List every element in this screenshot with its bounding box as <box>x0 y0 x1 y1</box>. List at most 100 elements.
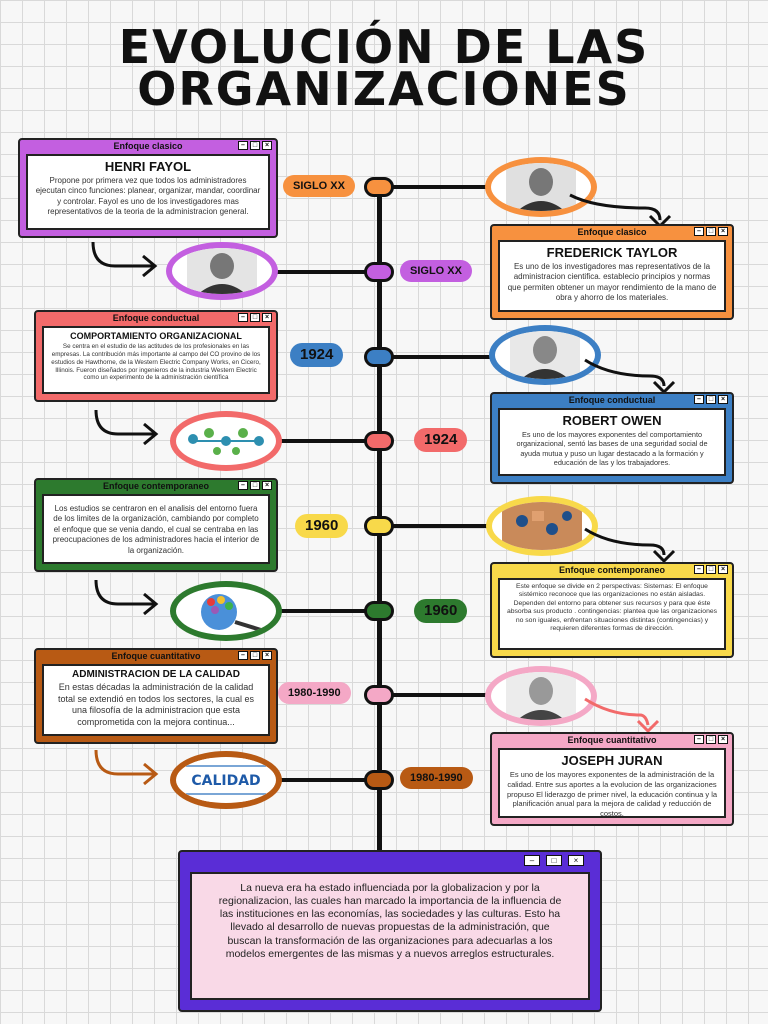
illustration-contemporaneo <box>486 496 598 556</box>
window-controls: – □ × <box>694 395 728 404</box>
card-text: Este enfoque se divide en 2 perspectivas… <box>506 583 718 633</box>
year-tag: 1960 <box>295 514 349 538</box>
card-contemporaneo-right: Enfoque contemporaneo – □ × Este enfoque… <box>490 562 734 658</box>
card-header: Enfoque contemporaneo – □ × <box>492 564 732 576</box>
close-icon[interactable]: × <box>718 565 728 574</box>
conclusion-text: La nueva era ha estado influenciada por … <box>190 872 590 1000</box>
close-icon[interactable]: × <box>262 651 272 660</box>
branch-connector <box>270 778 378 782</box>
arrow-icon <box>94 579 159 616</box>
card-owen: Enfoque conductual – □ × ROBERT OWEN Es … <box>490 392 734 484</box>
card-title: ADMINISTRACION DE LA CALIDAD <box>72 669 240 680</box>
illustration-calidad: CALIDAD <box>170 751 282 809</box>
year-tag: 1980-1990 <box>400 767 473 789</box>
close-icon[interactable]: × <box>718 227 728 236</box>
maximize-icon[interactable]: □ <box>706 735 716 744</box>
arrow-icon <box>94 409 159 446</box>
year-tag: 1924 <box>290 343 344 367</box>
arrow-icon <box>584 527 676 564</box>
person-icon <box>187 248 257 294</box>
timeline-node <box>364 431 394 451</box>
close-icon[interactable]: × <box>262 313 272 322</box>
minimize-icon[interactable]: – <box>694 395 704 404</box>
card-title: COMPORTAMIENTO ORGANIZACIONAL <box>70 331 242 341</box>
card-header: Enfoque contemporaneo – □ × <box>36 480 276 492</box>
timeline-node <box>364 262 394 282</box>
window-controls: – □ × <box>238 141 272 150</box>
arrow-icon <box>91 241 158 278</box>
timeline-node <box>364 770 394 790</box>
card-body: ROBERT OWEN Es uno de los mayores expone… <box>498 408 726 476</box>
branch-connector <box>382 355 490 359</box>
year-tag: 1924 <box>414 428 468 452</box>
illustration-network <box>170 411 282 471</box>
page-title-line-2: ORGANIZACIONES <box>137 62 631 116</box>
person-icon <box>506 163 576 211</box>
calidad-word: CALIDAD <box>191 773 260 789</box>
minimize-icon[interactable]: – <box>238 141 248 150</box>
card-title: HENRI FAYOL <box>104 159 192 174</box>
year-tag: 1980-1990 <box>278 682 351 704</box>
branch-connector <box>270 270 378 274</box>
window-controls: – □ × <box>238 481 272 490</box>
timeline-node <box>364 516 394 536</box>
card-header: Enfoque clasico – □ × <box>20 140 276 152</box>
minimize-icon[interactable]: – <box>694 227 704 236</box>
close-icon[interactable]: × <box>718 395 728 404</box>
card-body: Los estudios se centraron en el analisis… <box>42 494 270 564</box>
card-juran: Enfoque cuantitativo – □ × JOSEPH JURAN … <box>490 732 734 826</box>
minimize-icon[interactable]: – <box>238 481 248 490</box>
close-icon[interactable]: × <box>718 735 728 744</box>
minimize-icon[interactable]: – <box>694 735 704 744</box>
maximize-icon[interactable]: □ <box>706 565 716 574</box>
card-fayol: Enfoque clasico – □ × HENRI FAYOL Propon… <box>18 138 278 238</box>
people-network-icon <box>188 428 264 455</box>
illustration-globe <box>170 581 282 641</box>
branch-connector <box>382 524 490 528</box>
card-body: FREDERICK TAYLOR Es uno de los investiga… <box>498 240 726 312</box>
year-tag: SIGLO XX <box>283 175 355 197</box>
card-body: JOSEPH JURAN Es uno de los mayores expon… <box>498 748 726 818</box>
window-controls: – □ × <box>694 227 728 236</box>
card-taylor: Enfoque clasico – □ × FREDERICK TAYLOR E… <box>490 224 734 320</box>
window-controls: – □ × <box>524 855 584 866</box>
card-title: ROBERT OWEN <box>562 413 662 428</box>
branch-connector <box>382 693 490 697</box>
portrait-taylor <box>485 157 597 217</box>
close-icon[interactable]: × <box>262 481 272 490</box>
minimize-icon[interactable]: – <box>238 651 248 660</box>
card-contemporaneo-left: Enfoque contemporaneo – □ × Los estudios… <box>34 478 278 572</box>
card-calidad: Enfoque cuantitativo – □ × ADMINISTRACIO… <box>34 648 278 744</box>
maximize-icon[interactable]: □ <box>250 481 260 490</box>
maximize-icon[interactable]: □ <box>706 227 716 236</box>
person-icon <box>506 672 576 720</box>
conclusion-window: – □ × La nueva era ha estado influenciad… <box>178 850 602 1012</box>
card-body: ADMINISTRACION DE LA CALIDAD En estas dé… <box>42 664 270 736</box>
branch-connector <box>270 609 378 613</box>
card-body: COMPORTAMIENTO ORGANIZACIONAL Se centra … <box>42 326 270 394</box>
maximize-icon[interactable]: □ <box>250 313 260 322</box>
person-icon <box>510 331 580 379</box>
globe-magnifier-icon <box>201 594 262 632</box>
close-icon[interactable]: × <box>568 855 584 866</box>
close-icon[interactable]: × <box>262 141 272 150</box>
portrait-juran <box>485 666 597 726</box>
card-header: Enfoque cuantitativo – □ × <box>36 650 276 662</box>
maximize-icon[interactable]: □ <box>546 855 562 866</box>
maximize-icon[interactable]: □ <box>250 141 260 150</box>
minimize-icon[interactable]: – <box>524 855 540 866</box>
minimize-icon[interactable]: – <box>238 313 248 322</box>
year-tag: SIGLO XX <box>400 260 472 282</box>
minimize-icon[interactable]: – <box>694 565 704 574</box>
card-body: HENRI FAYOL Propone por primera vez que … <box>26 154 270 230</box>
portrait-fayol <box>166 242 278 300</box>
year-tag: 1960 <box>414 599 468 623</box>
window-controls: – □ × <box>694 735 728 744</box>
maximize-icon[interactable]: □ <box>250 651 260 660</box>
card-text: Es uno de los mayores exponentes de la a… <box>506 770 718 818</box>
card-title: JOSEPH JURAN <box>561 753 663 768</box>
card-text: Los estudios se centraron en el analisis… <box>52 504 260 555</box>
card-header: Enfoque clasico – □ × <box>492 226 732 238</box>
card-body: Este enfoque se divide en 2 perspectivas… <box>498 578 726 650</box>
maximize-icon[interactable]: □ <box>706 395 716 404</box>
